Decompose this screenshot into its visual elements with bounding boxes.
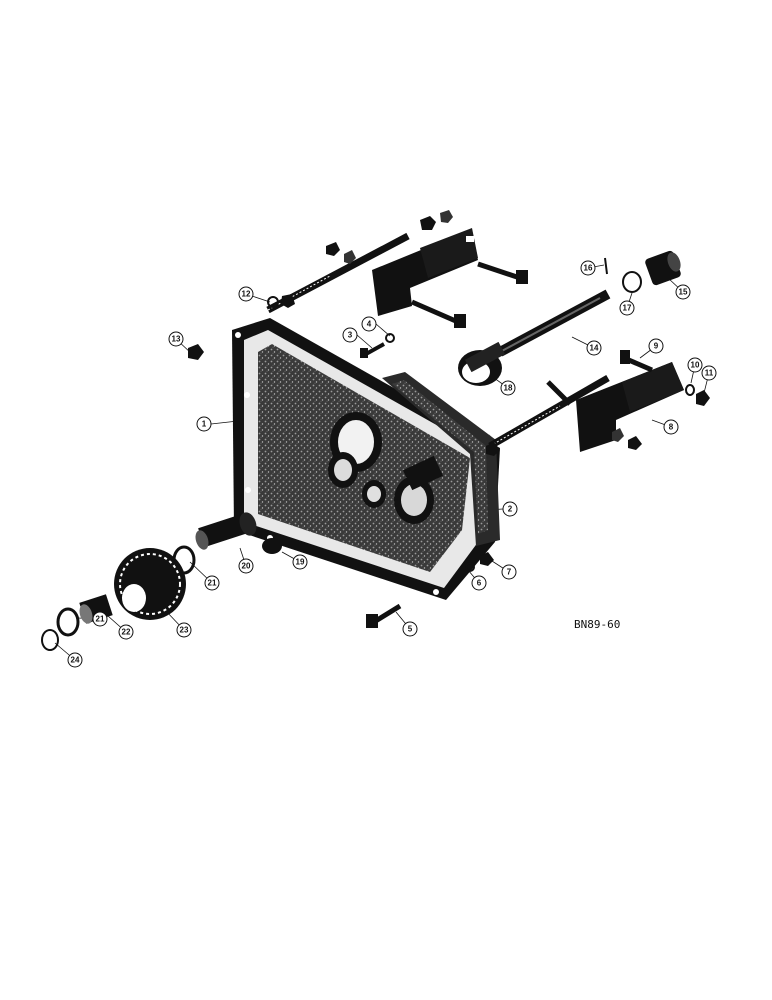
svg-text:24: 24 (71, 656, 80, 665)
callouts: 1 2 3 4 5 6 7 8 9 10 11 12 13 14 15 16 1… (67, 260, 717, 668)
svg-text:3: 3 (348, 331, 353, 340)
callout-11: 11 (701, 365, 717, 381)
svg-text:15: 15 (679, 288, 688, 297)
callout-6: 6 (471, 575, 487, 591)
small-hardware (188, 294, 500, 628)
svg-text:1: 1 (202, 420, 207, 429)
callout-24: 24 (67, 652, 83, 668)
callout-4: 4 (361, 316, 377, 332)
callout-8: 8 (663, 419, 679, 435)
svg-text:6: 6 (477, 579, 482, 588)
svg-text:20: 20 (242, 562, 251, 571)
gear-assembly (41, 512, 282, 651)
upper-bracket (266, 210, 528, 328)
callout-1: 1 (196, 416, 212, 432)
callout-10: 10 (687, 357, 703, 373)
svg-text:2: 2 (508, 505, 513, 514)
svg-text:14: 14 (590, 344, 599, 353)
lower-bracket (488, 350, 710, 452)
svg-text:16: 16 (584, 264, 593, 273)
callout-2: 2 (502, 501, 518, 517)
svg-text:5: 5 (408, 625, 413, 634)
callout-21b: 21 (92, 611, 108, 627)
callout-17: 17 (619, 300, 635, 316)
callout-19: 19 (292, 554, 308, 570)
callout-16: 16 (580, 260, 596, 276)
svg-text:7: 7 (507, 568, 512, 577)
callout-13: 13 (168, 331, 184, 347)
callout-22: 22 (118, 624, 134, 640)
svg-text:17: 17 (623, 304, 632, 313)
svg-text:21: 21 (96, 615, 105, 624)
reference-code: BN89-60 (574, 618, 620, 631)
callout-5: 5 (402, 621, 418, 637)
callout-9: 9 (648, 338, 664, 354)
callout-7: 7 (501, 564, 517, 580)
svg-text:18: 18 (504, 384, 513, 393)
svg-text:11: 11 (705, 369, 714, 378)
svg-text:19: 19 (296, 558, 305, 567)
svg-text:10: 10 (691, 361, 700, 370)
callout-14: 14 (586, 340, 602, 356)
callout-12: 12 (238, 286, 254, 302)
svg-text:21: 21 (208, 579, 217, 588)
svg-text:22: 22 (122, 628, 131, 637)
svg-text:23: 23 (180, 626, 189, 635)
callout-18: 18 (500, 380, 516, 396)
svg-text:8: 8 (669, 423, 674, 432)
callout-15: 15 (675, 284, 691, 300)
shaft-assembly (458, 250, 681, 386)
callout-23: 23 (176, 622, 192, 638)
svg-text:12: 12 (242, 290, 251, 299)
callout-20: 20 (238, 558, 254, 574)
callout-21a: 21 (204, 575, 220, 591)
svg-text:13: 13 (172, 335, 181, 344)
callout-3: 3 (342, 327, 358, 343)
svg-text:9: 9 (654, 342, 659, 351)
svg-text:4: 4 (367, 320, 372, 329)
housing-cover (232, 318, 500, 600)
